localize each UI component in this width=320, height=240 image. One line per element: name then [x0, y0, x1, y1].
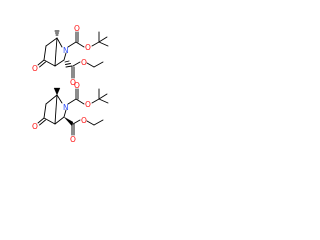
bond-c1-n	[56, 37, 63, 48]
bond-ester-ch2-ch3	[93, 61, 104, 68]
bond-c1-n	[56, 94, 63, 104]
atom-boc-ester-oxygen: O	[85, 100, 91, 109]
molecule-bottom: N O O O O O	[32, 81, 109, 144]
bond-bridge-b	[54, 50, 57, 67]
atom-ketone-oxygen: O	[32, 64, 38, 73]
stereo-wedge-bottom-ester	[63, 116, 74, 127]
bond-bridge-a	[55, 94, 58, 110]
atom-boc-carbonyl-oxygen: O	[74, 24, 80, 33]
bond-c4-c5	[43, 117, 56, 125]
bond-tbu-2	[98, 98, 109, 104]
stereo-wedge-bottom-bridgehead	[53, 87, 61, 96]
atom-boc-carbonyl-oxygen: O	[74, 81, 80, 90]
atom-ester-carbonyl-oxygen: O	[70, 135, 76, 144]
bond-boc-c-o	[75, 41, 85, 48]
bond-bridge-b	[54, 108, 57, 125]
bond-n-boc-c	[67, 41, 77, 48]
bond-c5-c6	[43, 103, 47, 119]
bond-c6-c1	[45, 37, 58, 47]
bond-tbu-2	[98, 41, 109, 47]
atom-ketone-oxygen: O	[32, 122, 38, 131]
bond-n-c3	[63, 109, 67, 118]
atom-ester-alkoxy-oxygen: O	[81, 116, 87, 125]
bond-boc-o-ctbu	[91, 98, 100, 104]
stereo-hash-top-ester	[64, 60, 73, 68]
atom-ester-alkoxy-oxygen: O	[81, 58, 87, 67]
bond-boc-c-o	[75, 98, 85, 105]
bond-c4-c5	[43, 59, 56, 67]
atom-ester-carbonyl-oxygen: O	[70, 78, 76, 87]
bond-ester-c-o	[72, 119, 81, 125]
bond-n-c3	[63, 52, 67, 61]
bond-tbu-3	[98, 93, 108, 100]
bond-c5-c6	[43, 45, 47, 61]
bond-tbu-3	[98, 36, 108, 43]
bond-n-boc-c	[67, 98, 77, 105]
stereo-hash-top-bridgehead	[54, 30, 60, 36]
bond-c6-c1	[45, 94, 58, 105]
molecule-top: N O O O O O	[32, 24, 109, 87]
bond-ketone-1	[37, 117, 45, 124]
bond-bridge-a	[55, 37, 58, 52]
bond-ester-ch2-ch3	[93, 119, 104, 126]
structure-canvas: N O O O O O	[32, 24, 109, 144]
bond-c3-c4	[54, 59, 65, 67]
bond-ester-o-ch2	[86, 62, 95, 68]
bond-ketone-2	[39, 61, 46, 68]
bond-boc-o-ctbu	[91, 41, 100, 47]
bond-ketone-2	[39, 119, 46, 126]
bond-c3-c4	[54, 116, 65, 125]
atom-nitrogen: N	[63, 46, 69, 55]
bond-ester-o-ch2	[86, 120, 95, 126]
bond-ketone-1	[37, 59, 45, 66]
atom-nitrogen: N	[63, 103, 69, 112]
atom-boc-ester-oxygen: O	[85, 43, 91, 52]
bond-ester-c-o	[72, 61, 81, 67]
